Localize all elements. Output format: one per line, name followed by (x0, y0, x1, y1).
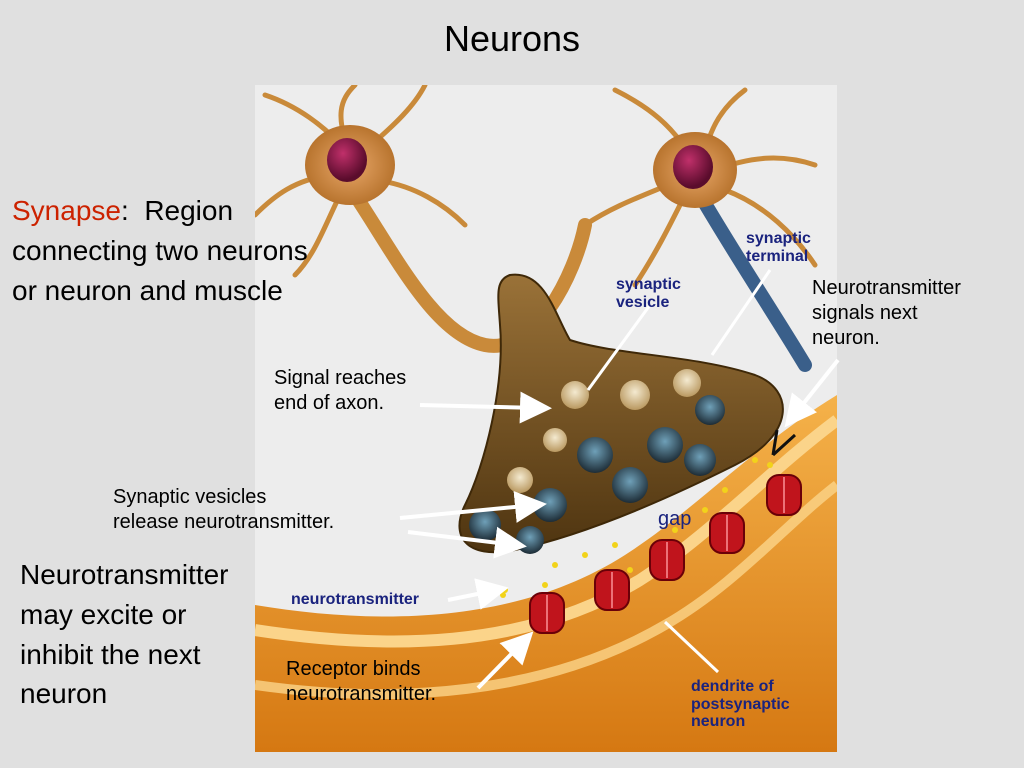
definition-line-3: or neuron and muscle (12, 274, 283, 306)
label-neurotransmitter: neurotransmitter (291, 591, 420, 608)
note-line-3: inhibit the next (20, 638, 201, 670)
definition-line-2: connecting two neurons (12, 234, 308, 266)
caption-receptor-binds: Receptor binds neurotransmitter. (286, 658, 437, 705)
page-title: Neurons (443, 18, 581, 59)
nucleus-2 (673, 145, 713, 189)
label-gap: gap (658, 508, 692, 530)
synapse-drawing (255, 85, 837, 752)
neurotransmitter-molecules (500, 457, 773, 598)
synapse-definition: Synapse: Region connecting two neurons o… (12, 191, 308, 310)
synapse-term: Synapse (12, 195, 121, 226)
caption-vesicles-release: Synaptic vesicles release neurotransmitt… (113, 486, 335, 533)
definition-line-1: Region (144, 195, 234, 226)
note-line-2: may excite or (20, 598, 187, 630)
label-dendrite: dendrite of postsynaptic neuron (691, 678, 790, 731)
label-synaptic-vesicle: synaptic vesicle (616, 276, 681, 311)
caption-signals-next: Neurotransmitter signals next neuron. (812, 277, 961, 349)
colon: : (120, 195, 129, 226)
caption-signal-reaches: Signal reaches end of axon. (274, 367, 407, 414)
synapse-illustration (255, 85, 837, 752)
note-line-1: Neurotransmitter (20, 559, 229, 590)
label-synaptic-terminal: synaptic terminal (746, 230, 811, 265)
nucleus-1 (327, 138, 367, 182)
excite-inhibit-note: Neurotransmitter may excite or inhibit t… (20, 555, 229, 714)
note-line-4: neuron (20, 678, 108, 710)
